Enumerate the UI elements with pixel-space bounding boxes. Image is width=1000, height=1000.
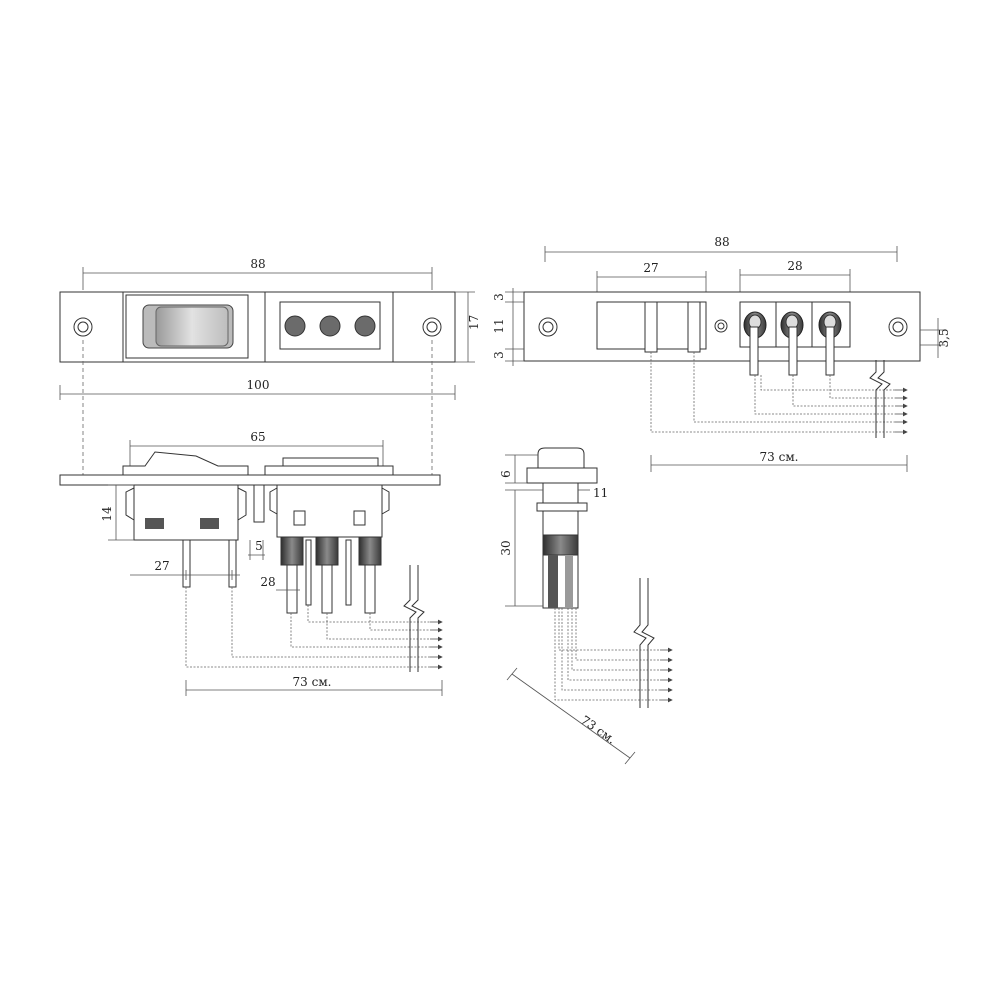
indicator-lamp-1 bbox=[284, 315, 306, 337]
toggle-3 bbox=[818, 311, 842, 376]
end-view: 6 11 30 73 см. bbox=[499, 447, 673, 765]
back-middle-label: 11 bbox=[492, 318, 506, 333]
side-span-label: 65 bbox=[250, 430, 265, 444]
side-rocker-body bbox=[133, 484, 239, 541]
back-edge-top-label: 3 bbox=[492, 293, 506, 301]
side-pin-gap-label: 5 bbox=[255, 539, 263, 553]
end-plate bbox=[526, 467, 598, 484]
back-rocker-spacing-label: 27 bbox=[643, 261, 658, 275]
back-offset-label: 3,5 bbox=[937, 328, 951, 347]
side-plate bbox=[59, 474, 441, 486]
terminal-1 bbox=[280, 536, 304, 566]
mounting-hole-left bbox=[73, 317, 93, 337]
back-toggle-spacing-label: 28 bbox=[787, 259, 802, 273]
end-depth-label: 30 bbox=[499, 540, 513, 555]
side-cable-label: 73 см. bbox=[293, 675, 332, 689]
back-width-label: 88 bbox=[714, 235, 729, 249]
terminal-3 bbox=[358, 536, 382, 566]
end-top-label: 6 bbox=[499, 470, 513, 478]
mounting-hole-right bbox=[422, 317, 442, 337]
front-height-label: 17 bbox=[467, 315, 481, 330]
indicator-lamp-3 bbox=[354, 315, 376, 337]
back-view: 88 27 28 bbox=[492, 235, 951, 472]
side-view: 65 14 bbox=[59, 430, 443, 696]
side-depth-label: 14 bbox=[100, 506, 114, 522]
back-cable-label: 73 см. bbox=[760, 450, 799, 464]
front-width-label: 88 bbox=[250, 257, 265, 271]
end-cable-label: 73 см. bbox=[578, 713, 618, 747]
back-edge-bottom-label: 3 bbox=[492, 351, 506, 359]
side-pin-spacing-label: 27 bbox=[154, 559, 169, 573]
side-indicator-body bbox=[276, 484, 383, 538]
front-overall-label: 100 bbox=[247, 378, 270, 392]
end-width-label: 11 bbox=[593, 486, 608, 500]
toggle-1 bbox=[743, 311, 767, 376]
back-mounting-hole-left bbox=[538, 317, 558, 337]
front-view: 88 17 100 bbox=[59, 257, 481, 480]
side-pin-spacing2-label: 28 bbox=[260, 575, 275, 589]
back-mounting-hole-right bbox=[888, 317, 908, 337]
indicator-lamp-2 bbox=[319, 315, 341, 337]
terminal-2 bbox=[315, 536, 339, 566]
side-rocker-cap bbox=[122, 451, 249, 476]
back-plate bbox=[523, 291, 921, 362]
end-rocker-cap bbox=[537, 447, 585, 469]
